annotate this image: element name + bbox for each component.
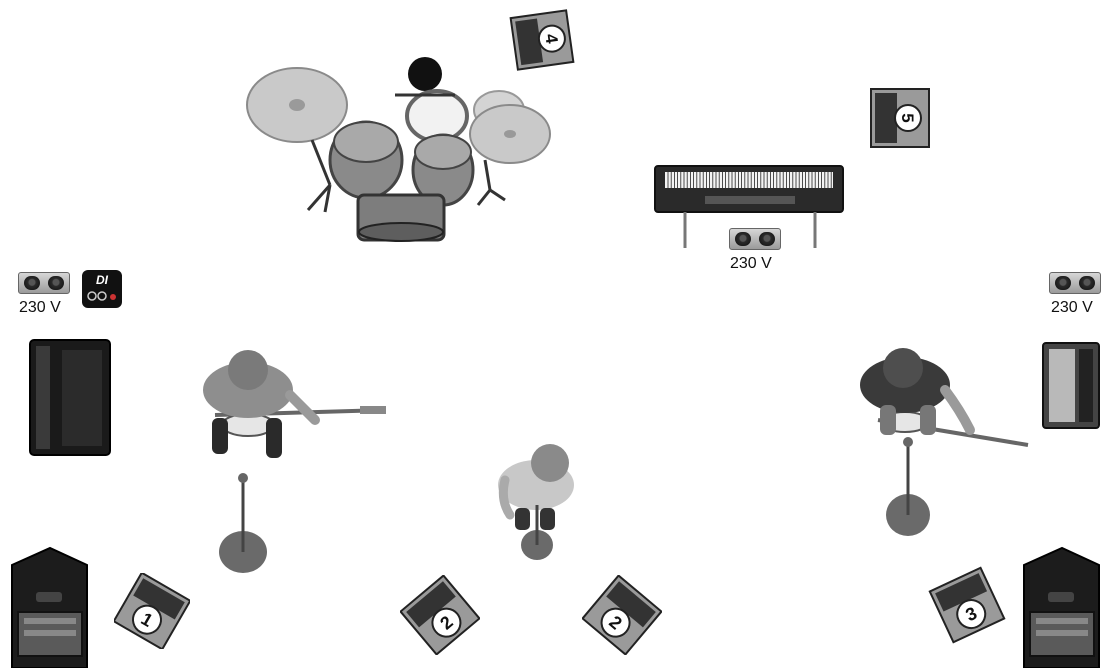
monitor-wedge-2b: 2 xyxy=(582,575,662,655)
di-box: DI xyxy=(82,270,122,308)
monitor-wedge-5: 5 xyxy=(868,86,932,150)
monitor-number: 5 xyxy=(898,113,917,122)
monitor-wedge-icon: 3 xyxy=(927,565,1007,645)
monitor-wedge-2a: 2 xyxy=(400,575,480,655)
monitor-wedge-icon: 2 xyxy=(582,575,662,655)
power-label-left: 230 V xyxy=(19,300,61,316)
power-label-keys: 230 V xyxy=(730,256,772,272)
power-outlet-icon xyxy=(729,228,781,250)
monitor-wedge-icon: 4 xyxy=(508,8,576,72)
power-outlet-icon xyxy=(18,272,70,294)
power-label-right: 230 V xyxy=(1051,300,1093,316)
monitor-wedge-icon: 2 xyxy=(400,575,480,655)
monitor-wedge-1: 1 xyxy=(114,573,190,649)
monitor-wedge-3: 3 xyxy=(927,565,1007,645)
monitor-wedge-icon: 5 xyxy=(868,86,932,150)
monitor-wedge-4: 4 xyxy=(508,8,576,72)
monitor-wedge-icon: 1 xyxy=(114,573,190,649)
di-jacks-icon xyxy=(82,270,122,308)
power-outlet-icon xyxy=(1049,272,1101,294)
